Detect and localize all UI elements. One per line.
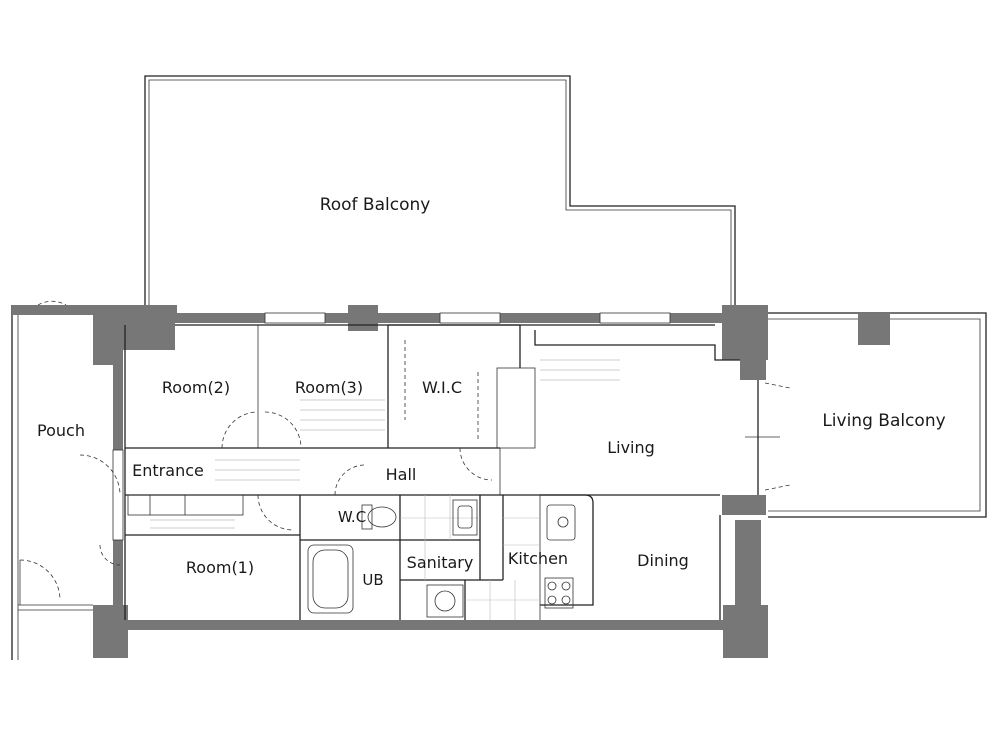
roof-balcony-outline — [144, 75, 736, 305]
label-room3: Room(3) — [295, 378, 363, 397]
label-living-balcony: Living Balcony — [822, 411, 945, 431]
room-labels: Roof Balcony Room(2) Room(3) W.I.C Livin… — [37, 195, 946, 589]
label-room1: Room(1) — [186, 558, 254, 577]
label-dining: Dining — [637, 551, 689, 570]
fixtures — [307, 340, 576, 618]
structural-walls — [12, 305, 768, 658]
label-wic: W.I.C — [422, 378, 462, 397]
partitions — [124, 324, 759, 620]
label-pouch: Pouch — [37, 421, 85, 440]
label-room2: Room(2) — [162, 378, 230, 397]
label-roof-balcony: Roof Balcony — [320, 195, 431, 215]
label-hall: Hall — [386, 465, 417, 484]
label-sanitary: Sanitary — [407, 553, 474, 572]
label-wc: W.C — [338, 508, 366, 526]
label-ub: UB — [362, 571, 383, 589]
label-kitchen: Kitchen — [508, 549, 568, 568]
floor-tiles — [400, 495, 540, 620]
pouch-outline — [11, 300, 93, 660]
floor-hatching — [150, 359, 620, 529]
label-entrance: Entrance — [132, 461, 204, 480]
door-swings — [79, 382, 791, 566]
label-living: Living — [607, 438, 655, 457]
windows — [112, 312, 671, 541]
living-balcony-outline — [768, 312, 987, 518]
